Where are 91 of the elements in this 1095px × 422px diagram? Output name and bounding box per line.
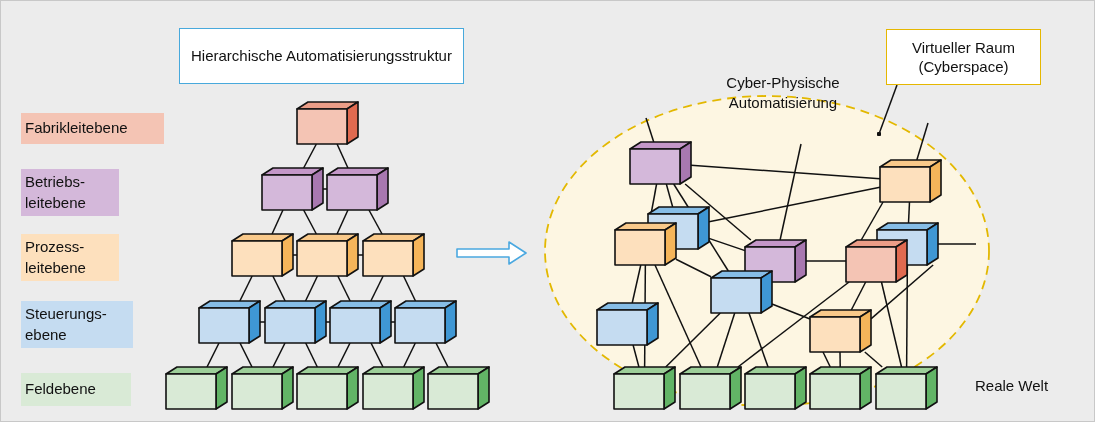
connector-line xyxy=(302,143,318,169)
text-box: Virtueller Raum (Cyberspace) xyxy=(886,29,1041,85)
connector-line xyxy=(632,344,640,368)
connector-line xyxy=(860,201,884,241)
cube xyxy=(264,300,327,344)
level-tag: Steuerungs- ebene xyxy=(21,301,133,348)
connector-line xyxy=(402,342,417,368)
cube xyxy=(614,222,677,266)
cube xyxy=(165,366,228,410)
connector-line xyxy=(435,342,449,368)
connector-line xyxy=(322,188,328,190)
connector-line xyxy=(664,312,722,368)
cube xyxy=(629,141,692,185)
cube xyxy=(394,300,457,344)
connector-line xyxy=(643,264,647,368)
connector-line xyxy=(748,312,769,368)
connector-line xyxy=(672,183,730,272)
connector-line xyxy=(239,275,253,302)
level-tag: Fabrikleitebene xyxy=(21,113,164,144)
connector-line xyxy=(390,321,396,323)
connector-line xyxy=(337,342,351,368)
cube xyxy=(329,300,392,344)
connector-line xyxy=(304,342,319,368)
connector-line xyxy=(708,237,746,252)
connector-line xyxy=(368,209,383,235)
cube xyxy=(296,101,359,145)
cube xyxy=(596,302,659,346)
connector-line xyxy=(272,342,286,368)
connector-line xyxy=(779,143,802,241)
cube xyxy=(845,239,908,283)
cube xyxy=(613,366,676,410)
connector-line xyxy=(870,264,934,320)
connector-line xyxy=(708,186,881,223)
connector-line xyxy=(864,351,883,368)
connector-line xyxy=(675,258,712,278)
connector-line xyxy=(402,275,417,302)
connector-line xyxy=(370,342,384,368)
cube xyxy=(362,233,425,277)
cube xyxy=(679,366,742,410)
cube xyxy=(710,270,773,314)
cube xyxy=(875,366,938,410)
level-tag: Feldebene xyxy=(21,373,131,406)
connector-line xyxy=(716,312,736,368)
cube xyxy=(809,309,872,353)
connector-line xyxy=(337,275,351,302)
connector-line xyxy=(292,254,298,256)
cube xyxy=(261,167,324,211)
connector-line xyxy=(271,209,284,235)
connector-line xyxy=(357,254,364,256)
connector-line xyxy=(336,143,349,169)
connector-line xyxy=(880,281,903,368)
cube xyxy=(231,233,294,277)
connector-line xyxy=(690,164,881,180)
connector-line xyxy=(737,281,850,368)
cube xyxy=(809,366,872,410)
world-label: Reale Welt xyxy=(975,376,1049,396)
level-tag: Betriebs- leitebene xyxy=(21,169,119,216)
connector-line xyxy=(304,275,319,302)
connector-line xyxy=(259,321,266,323)
cube xyxy=(879,159,942,203)
leader-line xyxy=(876,84,898,137)
connector-line xyxy=(850,281,867,311)
level-tag: Prozess- leitebene xyxy=(21,234,119,281)
cube xyxy=(362,366,425,410)
connector-line xyxy=(805,260,847,262)
connector-line xyxy=(654,264,702,368)
connector-line xyxy=(839,351,841,368)
cube xyxy=(296,233,359,277)
connector-line xyxy=(771,303,811,320)
connector-line xyxy=(937,243,977,245)
cube xyxy=(231,366,294,410)
cube xyxy=(427,366,490,410)
cube xyxy=(744,366,807,410)
connector-line xyxy=(684,183,752,241)
connector-line xyxy=(645,117,655,143)
cube xyxy=(198,300,261,344)
connector-line xyxy=(916,122,929,161)
connector-line xyxy=(665,183,674,208)
connector-line xyxy=(631,264,642,304)
connector-line xyxy=(302,209,318,235)
connector-line xyxy=(325,321,331,323)
cube xyxy=(326,167,389,211)
connector-line xyxy=(206,342,220,368)
ellipse-label: Cyber-Physische Automatisierung xyxy=(725,73,841,112)
connector-line xyxy=(370,275,384,302)
connector-line xyxy=(272,275,286,302)
connector-line xyxy=(336,209,349,235)
text-box: Hierarchische Automatisierungsstruktur xyxy=(179,28,464,84)
cube xyxy=(296,366,359,410)
connector-line xyxy=(907,201,911,224)
connector-line xyxy=(239,342,253,368)
